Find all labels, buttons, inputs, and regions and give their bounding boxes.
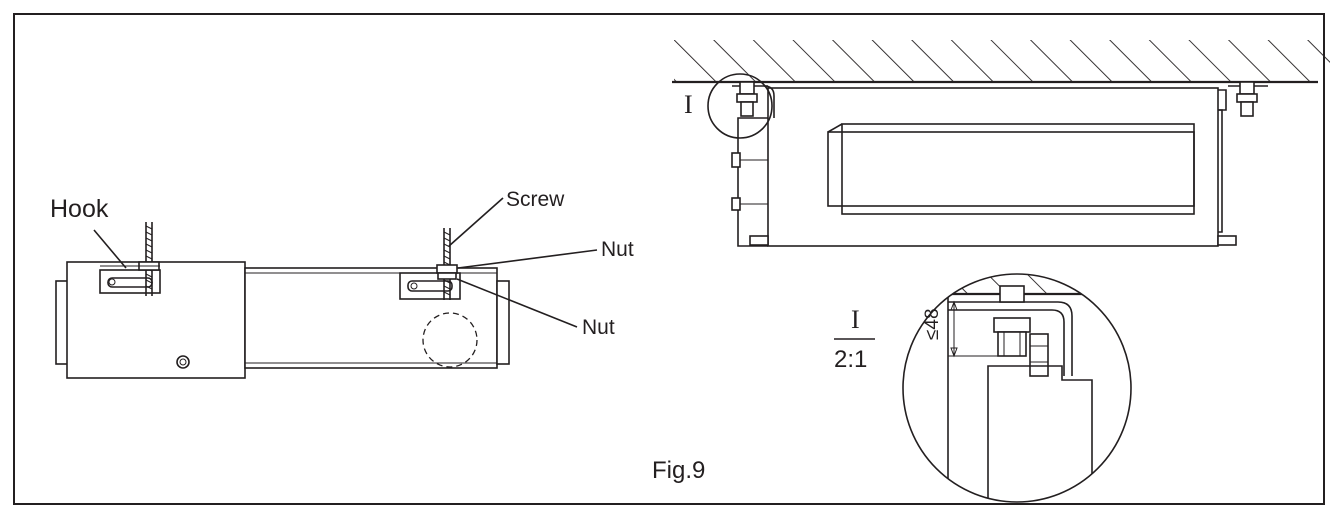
hook-bracket-right — [399, 228, 461, 300]
screw-leader — [448, 197, 504, 247]
electric-box — [737, 117, 768, 247]
front-view-unit: I — [660, 38, 1330, 247]
detail-marker-circle — [707, 73, 773, 139]
duct-opening-hidden — [422, 312, 478, 368]
detail-circle — [902, 273, 1132, 503]
front-unit-body — [767, 87, 1219, 247]
hook-leader — [93, 229, 127, 269]
detail-view: ≤48 I 2:1 — [834, 273, 1132, 503]
nut-upper-label: Nut — [601, 238, 634, 261]
right-flange — [496, 280, 510, 365]
detail-scale: 2:1 — [834, 346, 867, 373]
front-hanger-right — [1228, 81, 1268, 117]
hook-label: Hook — [50, 195, 109, 223]
ceiling-hatch — [672, 40, 1330, 82]
detail-marker-label: I — [684, 90, 693, 119]
dimension-label: ≤48 — [922, 308, 943, 340]
detail-title: I — [851, 305, 860, 334]
figure-caption: Fig.9 — [652, 457, 705, 484]
side-view-unit: Hook Screw Nut Nut — [50, 188, 634, 379]
front-grille-inner — [827, 131, 1195, 207]
nut-lower-label: Nut — [582, 316, 615, 339]
front-hanger-left — [732, 81, 775, 118]
nut-upper-leader — [457, 249, 598, 269]
screw-label: Screw — [506, 188, 565, 211]
hook-bracket-left — [99, 222, 161, 296]
nut-lower-leader — [456, 278, 578, 328]
figure-frame — [13, 13, 1325, 505]
drain-port — [176, 355, 190, 369]
